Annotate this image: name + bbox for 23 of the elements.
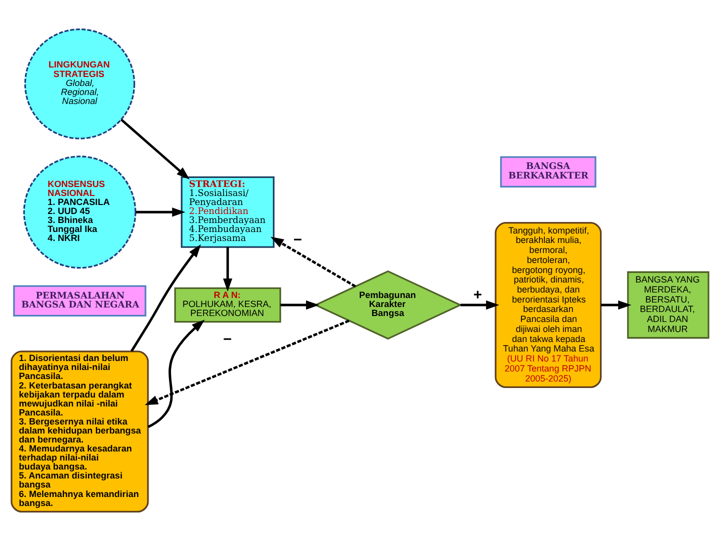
arrow: [144, 319, 350, 405]
edge-label: −: [293, 232, 302, 248]
arrow: [130, 244, 201, 352]
node-box: PERMASALAHAN BANGSA DAN NEGARA: [13, 284, 146, 316]
arrow: [148, 319, 205, 428]
arrow: [460, 300, 500, 310]
node-diamond: Pembagunan Karakter Bangsa: [314, 270, 462, 340]
node-box: BANGSA BERKARAKTER: [500, 156, 596, 187]
arrow: [270, 236, 356, 287]
arrow: [280, 300, 320, 310]
node-box: 1. Disorientasi dan belum dihayatinya nilai-nilai Pancasila. 2. Keterbatasan perangkat kebijakan terpadu dalam mewujudkan nilai -nilai Pancasila. 3. Bergesernya nilai etika dalam kehidupan berbangsa dan bernegara. 4. Memudarnya kesadaran terhadap nilai-nilai budaya bangsa. 5. Ancaman disintegrasi bangsa 6. Melemahnya kemandirian bangsa.: [10, 350, 149, 512]
arrow: [600, 300, 632, 310]
node-box: R A N: POLHUKAM, KESRA, PEREKONOMIAN: [174, 286, 282, 322]
arrow: [136, 207, 186, 216]
node-box: BANGSA YANG MERDEKA, BERSATU, BERDAULAT, ADIL DAN MAKMUR: [627, 270, 710, 338]
arrow: [223, 246, 232, 292]
node-box: Tangguh, kompetitif, berakhlak mulia, bermoral, bertoleran, bergotong royong, patriotik, dinamis, berbudaya, dan berorientasi Ipteks berdasarkan Pancasila dan dijiwai oleh iman dan takwa kepada Tuhan Yang Maha Esa (UU RI No 17 Tahun 2007 Tentang RPJPN 2005-2025): [494, 222, 602, 388]
edge-label: −: [223, 331, 232, 348]
node-circle: LINGKUNGAN STRATEGIS Global, Regional, Nasional: [24, 28, 136, 139]
node-circle: KONSENSUS NASIONAL 1. PANCASILA 2. UUD 45 3. Bhineka Tunggal Ika 4. NKRI: [23, 155, 136, 268]
arrow: [120, 118, 190, 180]
edge-label: +: [473, 287, 482, 304]
node-box: STRATEGI: 1.Sosialisasi/ Penyadaran 2.Pendidikan 3.Pemberdayaan 4.Pembudayaan 5.Kerjasama: [180, 176, 275, 248]
